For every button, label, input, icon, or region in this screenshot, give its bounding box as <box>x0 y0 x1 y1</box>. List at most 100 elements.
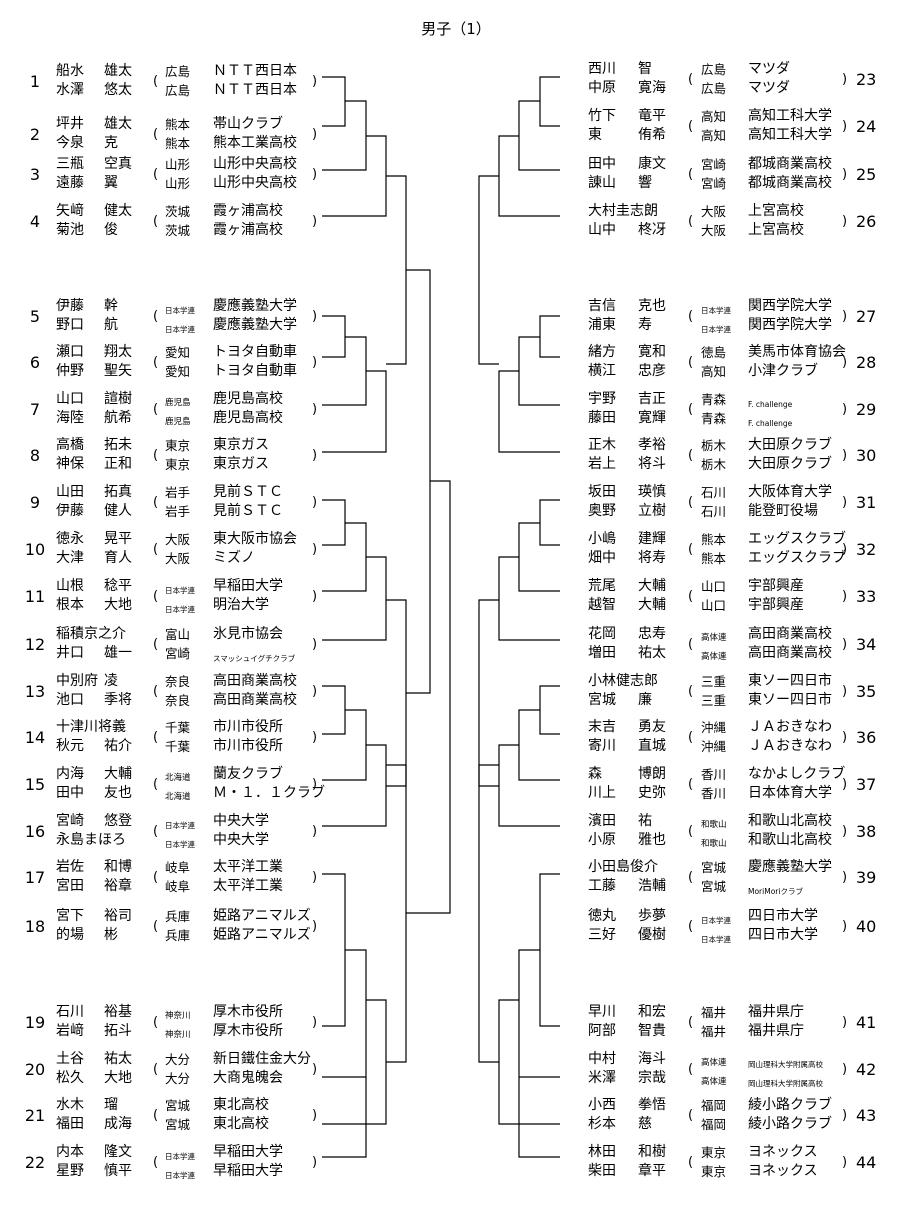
paren-close: ) <box>842 448 848 463</box>
paren-open: ( <box>688 919 694 934</box>
entry-number: 38 <box>856 822 877 841</box>
player-team: 太平洋工業 <box>213 859 283 875</box>
player-team: 中央大学 <box>213 813 269 829</box>
player-family-name: 岩﨑 <box>56 1023 84 1039</box>
player-family-name: 寄川 <box>588 738 616 754</box>
player-team: 熊本工業高校 <box>213 135 297 151</box>
entry-number: 35 <box>856 682 877 701</box>
player-given-name: 寛和 <box>638 344 666 360</box>
player-given-name: 将寿 <box>638 550 666 566</box>
paren-close: ) <box>312 684 318 699</box>
player-team: 高田商業高校 <box>748 626 832 642</box>
paren-open: ( <box>153 448 159 463</box>
player-team: 大阪体育大学 <box>748 484 832 500</box>
entry-number: 3 <box>29 165 41 184</box>
bracket-line <box>322 685 346 735</box>
bracket-line <box>478 175 499 365</box>
paren-open: ( <box>688 730 694 745</box>
player-prefecture: 徳島 <box>701 345 727 360</box>
paren-close: ) <box>312 309 318 324</box>
entry-number: 43 <box>856 1106 877 1125</box>
player-family-name: 海陸 <box>56 410 84 426</box>
player-family-name: 井口 <box>56 645 84 661</box>
player-team: ミズノ <box>213 550 255 566</box>
player-given-name: 和樹 <box>638 1144 666 1160</box>
player-prefecture: 大阪 <box>165 532 191 547</box>
player-given-name: 稔平 <box>104 578 132 594</box>
player-team: スマッシュイグチクラブ <box>213 654 296 663</box>
entry-number: 9 <box>29 493 41 512</box>
paren-open: ( <box>153 127 159 142</box>
entry-number: 17 <box>24 868 46 887</box>
bracket-line <box>498 556 560 641</box>
entry-pair: 十津川将義千葉市川市役所秋元祐介千葉市川市役所()14 <box>20 718 320 758</box>
entry-number: 24 <box>856 117 877 136</box>
bracket-line <box>322 499 346 546</box>
player-prefecture: 三重 <box>701 674 727 689</box>
player-family-name: 福田 <box>56 1116 84 1132</box>
player-family-name: 米澤 <box>588 1070 616 1086</box>
player-team: 霞ヶ浦高校 <box>213 222 283 238</box>
player-family-name: 岩佐 <box>56 859 84 875</box>
player-prefecture: 茨城 <box>165 223 191 238</box>
player-given-name: 建輝 <box>638 531 666 547</box>
paren-open: ( <box>153 824 159 839</box>
entry-number: 2 <box>29 125 41 144</box>
player-family-name: 稲積京之介 <box>56 626 126 642</box>
player-prefecture: 兵庫 <box>165 909 191 924</box>
player-given-name: 航希 <box>104 410 132 426</box>
player-team: 大田原クラブ <box>748 456 832 472</box>
player-given-name: 晃平 <box>104 531 132 547</box>
player-prefecture: 宮崎 <box>701 176 727 191</box>
player-family-name: 宮城 <box>588 692 616 708</box>
player-given-name: 悠太 <box>104 82 132 98</box>
entry-number: 32 <box>856 540 877 559</box>
player-family-name: 高橋 <box>56 437 84 453</box>
paren-close: ) <box>842 214 848 229</box>
player-prefecture: 神奈川 <box>165 1030 191 1040</box>
player-team: 綾小路クラブ <box>748 1116 832 1132</box>
player-family-name: 秋元 <box>56 738 84 754</box>
entry-pair: 岩佐和博岐阜太平洋工業宮田裕章岐阜太平洋工業()17 <box>20 858 320 898</box>
player-family-name: 野口 <box>56 317 84 333</box>
paren-close: ) <box>842 495 848 510</box>
entry-pair: 瀬口翔太愛知トヨタ自動車仲野聖矢愛知トヨタ自動車()6 <box>20 343 320 383</box>
paren-close: ) <box>842 542 848 557</box>
paren-close: ) <box>312 495 318 510</box>
player-prefecture: 宮城 <box>165 1117 191 1132</box>
player-family-name: 林田 <box>588 1144 616 1160</box>
entry-pair: 水木瑠宮城東北高校福田成海宮城東北高校()21 <box>20 1096 320 1136</box>
player-given-name: 悠登 <box>104 813 132 829</box>
entry-number: 25 <box>856 165 877 184</box>
player-given-name: 忠寿 <box>638 626 666 642</box>
entry-number: 36 <box>856 728 877 747</box>
player-given-name: 空真 <box>104 156 132 172</box>
player-prefecture: 沖縄 <box>701 720 727 735</box>
player-family-name: 岩上 <box>588 456 616 472</box>
player-family-name: 末吉 <box>588 719 616 735</box>
entry-number: 15 <box>24 775 46 794</box>
player-prefecture: 香川 <box>701 767 727 782</box>
player-team: 高田商業高校 <box>213 692 297 708</box>
player-team: 中央大学 <box>213 832 269 848</box>
player-prefecture: 山形 <box>165 176 191 191</box>
player-team: 都城商業高校 <box>748 175 832 191</box>
player-family-name: 柴田 <box>588 1163 616 1179</box>
entry-number: 39 <box>856 868 877 887</box>
player-family-name: 徳丸 <box>588 908 616 924</box>
entry-pair: 内本隆文日本学連早稲田大学星野慎平日本学連早稲田大学()22 <box>20 1143 320 1183</box>
player-prefecture: 日本学連 <box>165 306 195 315</box>
player-team: 福井県庁 <box>748 1023 804 1039</box>
player-prefecture: 鹿児島 <box>165 398 191 408</box>
entry-number: 34 <box>856 635 877 654</box>
player-given-name: 雄太 <box>104 116 132 132</box>
player-team: 厚木市役所 <box>213 1004 283 1020</box>
player-prefecture: 福井 <box>701 1005 727 1020</box>
paren-open: ( <box>153 1062 159 1077</box>
player-family-name: 山根 <box>56 578 84 594</box>
paren-open: ( <box>688 1062 694 1077</box>
player-team: 東京ガス <box>213 456 269 472</box>
player-family-name: 山中 <box>588 222 616 238</box>
player-team: 和歌山北高校 <box>748 832 832 848</box>
paren-open: ( <box>153 495 159 510</box>
